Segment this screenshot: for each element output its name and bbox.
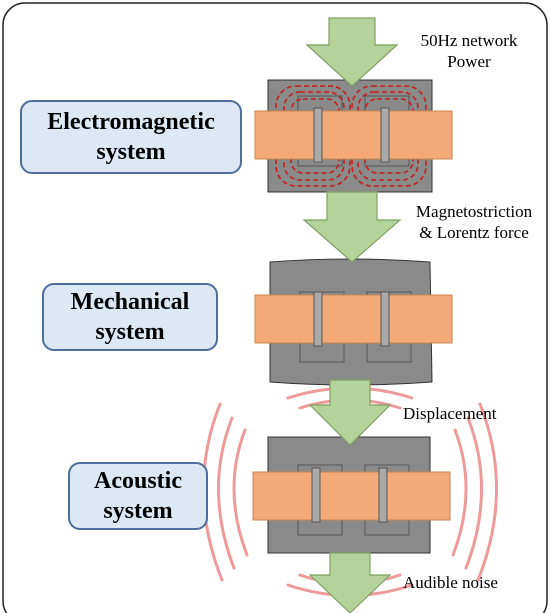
audible-noise-arrow xyxy=(308,552,392,613)
electromagnetic-windings xyxy=(254,110,453,160)
acoustic-windings xyxy=(252,471,451,521)
displacement-annotation: Displacement xyxy=(403,404,497,423)
mechanical-label-line1: Mechanical xyxy=(70,289,190,315)
electromagnetic-label-line1: Electromagnetic xyxy=(47,109,215,135)
force-annotation-line2: & Lorentz force xyxy=(419,223,529,242)
mechanical-label-line2: system xyxy=(95,319,165,345)
force-annotation-line1: Magnetostriction xyxy=(415,202,533,221)
force-arrow xyxy=(302,191,402,263)
acoustic-system-label: Acoustic system xyxy=(68,462,208,530)
input-annotation-line1: 50Hz network xyxy=(420,31,518,50)
displacement-arrow xyxy=(308,379,392,446)
electromagnetic-core-posts xyxy=(313,107,390,163)
input-power-annotation: 50Hz network Power xyxy=(404,30,534,72)
audible-noise-annotation: Audible noise xyxy=(403,573,498,592)
input-power-arrow xyxy=(305,17,399,87)
electromagnetic-system-label: Electromagnetic system xyxy=(20,100,242,174)
mechanical-system-label: Mechanical system xyxy=(42,283,218,351)
acoustic-label-line1: Acoustic xyxy=(94,468,182,494)
acoustic-core-posts xyxy=(311,467,388,523)
force-annotation: Magnetostriction & Lorentz force xyxy=(400,201,548,243)
electromagnetic-label-line2: system xyxy=(96,139,166,165)
mechanical-windings xyxy=(254,294,453,344)
input-annotation-line2: Power xyxy=(447,52,491,71)
acoustic-label-line2: system xyxy=(103,498,173,524)
mechanical-core-posts xyxy=(313,291,390,347)
